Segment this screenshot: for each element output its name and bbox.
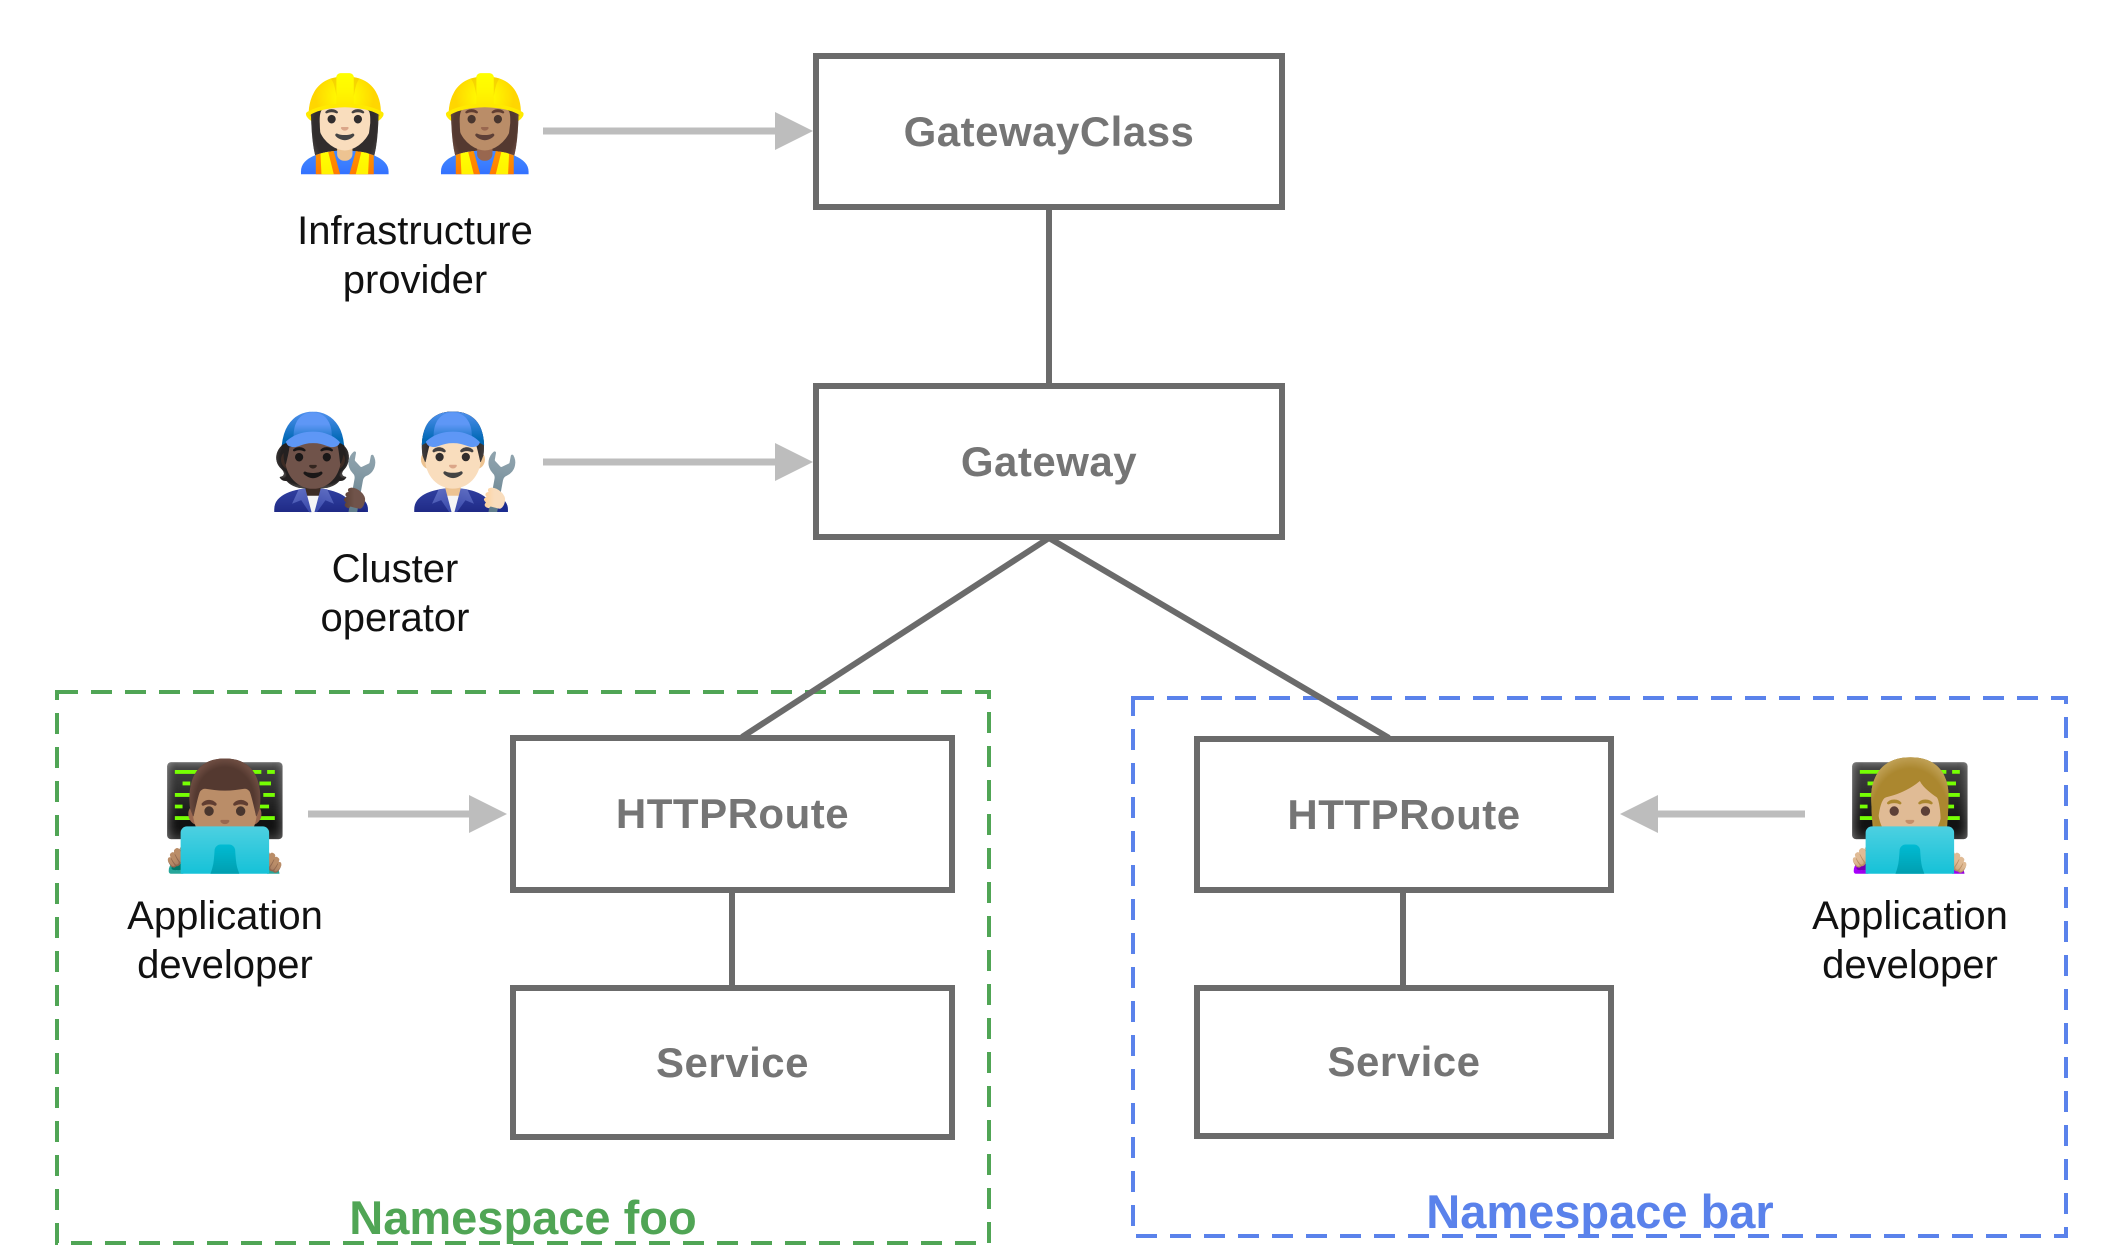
namespace-foo-label: Namespace foo <box>349 1191 697 1244</box>
gatewayclass-node: GatewayClass <box>813 53 1285 210</box>
edge-gateway-httproute-bar <box>1047 535 1391 741</box>
infrastructure-provider-persona: 👷🏻‍♀️ 👷🏽‍♀️ Infrastructure provider <box>235 52 595 305</box>
service-bar-node: Service <box>1194 985 1614 1139</box>
service-foo-node: Service <box>510 985 955 1140</box>
arrow-app-developer-to-httproute-foo <box>308 795 507 833</box>
construction-worker-emoji-icon: 👷🏻‍♀️ 👷🏽‍♀️ <box>287 73 543 175</box>
httproute-bar-node: HTTPRoute <box>1194 736 1614 893</box>
application-developer-bar-persona: 👩🏼‍💻 Application developer <box>1760 752 2060 990</box>
infrastructure-provider-label: Infrastructure provider <box>297 209 533 302</box>
gatewayclass-label: GatewayClass <box>903 107 1195 155</box>
man-technologist-emoji-icon: 👨🏽‍💻 <box>159 758 291 875</box>
edge-gateway-httproute-foo <box>740 535 1051 740</box>
service-bar-label: Service <box>1327 1038 1481 1085</box>
arrow-app-developer-to-httproute-bar <box>1620 795 1805 833</box>
namespace-bar-label: Namespace bar <box>1426 1185 1774 1238</box>
woman-technologist-emoji-icon: 👩🏼‍💻 <box>1844 758 1976 875</box>
mechanic-emoji-icon: 🧑🏿‍🔧 👨🏻‍🔧 <box>267 411 523 513</box>
application-developer-foo-label: Application developer <box>127 894 323 987</box>
httproute-foo-label: HTTPRoute <box>615 790 850 837</box>
cluster-operator-label: Cluster operator <box>320 547 470 640</box>
arrow-infrastructure-provider-to-gatewayclass <box>543 112 813 150</box>
cluster-operator-persona: 🧑🏿‍🔧 👨🏻‍🔧 Cluster operator <box>215 390 575 643</box>
gateway-label: Gateway <box>960 437 1138 485</box>
application-developer-foo-persona: 👨🏽‍💻 Application developer <box>75 752 375 990</box>
arrow-cluster-operator-to-gateway <box>543 443 813 481</box>
gateway-node: Gateway <box>813 383 1285 540</box>
namespace-bar-boundary <box>1131 696 2068 1238</box>
httproute-bar-label: HTTPRoute <box>1287 790 1521 838</box>
httproute-foo-node: HTTPRoute <box>510 735 955 893</box>
namespace-foo-boundary <box>55 690 991 1245</box>
application-developer-bar-label: Application developer <box>1812 894 2008 987</box>
service-foo-label: Service <box>656 1038 809 1086</box>
